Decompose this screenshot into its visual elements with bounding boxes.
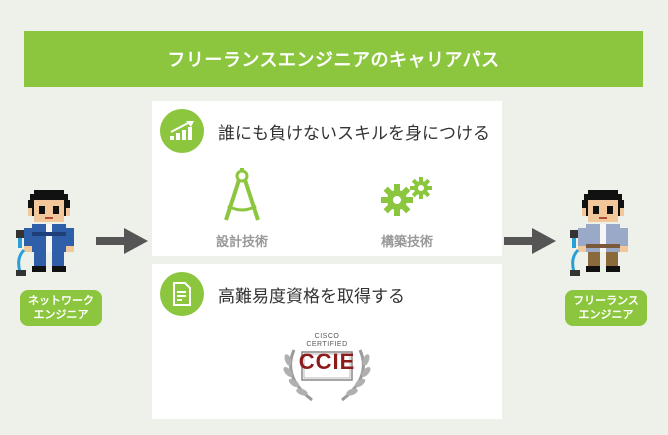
ccie-badge: CISCO CERTIFIED CCIE <box>272 322 382 412</box>
freelance-engineer-character <box>570 190 628 276</box>
badge-ccie-text: CCIE <box>298 349 356 374</box>
freelance-engineer-line2: エンジニア <box>578 308 634 321</box>
document-icon <box>160 272 204 316</box>
career-path-banner: フリーランスエンジニアのキャリアパス <box>24 31 643 87</box>
network-engineer-line2: エンジニア <box>33 308 89 321</box>
badge-cisco-text: CISCO <box>314 333 340 340</box>
certification-panel-title: 高難易度資格を取得する <box>218 286 405 307</box>
freelance-engineer-tag: フリーランス エンジニア <box>565 290 647 326</box>
network-engineer-line1: ネットワーク <box>28 294 94 307</box>
network-engineer-tag: ネットワーク エンジニア <box>20 290 102 326</box>
skills-panel-title: 誰にも負けないスキルを身につける <box>218 123 490 144</box>
certification-panel-header: 高難易度資格を取得する <box>160 272 405 316</box>
growth-chart-icon <box>160 109 204 153</box>
certification-panel: 高難易度資格を取得する CISCO CERTIFIED CCIE <box>152 264 502 419</box>
freelance-engineer-line1: フリーランス <box>573 294 639 307</box>
design-skill: 設計技術 <box>182 165 302 250</box>
arrow-right-icon-2 <box>504 228 556 254</box>
banner-title: フリーランスエンジニアのキャリアパス <box>167 50 500 71</box>
laurel-wreath-icon <box>283 349 371 402</box>
arrow-right-icon <box>96 228 148 254</box>
skills-panel-header: 誰にも負けないスキルを身につける <box>160 109 490 153</box>
build-skill-label: 構築技術 <box>380 235 433 250</box>
network-engineer-character <box>16 190 74 276</box>
design-skill-label: 設計技術 <box>215 235 268 250</box>
badge-certified-text: CERTIFIED <box>306 341 348 348</box>
skills-panel: 誰にも負けないスキルを身につける 設計技術 <box>152 101 502 256</box>
compass-icon <box>224 168 260 221</box>
gears-icon <box>381 177 432 216</box>
build-skill: 構築技術 <box>347 165 467 250</box>
